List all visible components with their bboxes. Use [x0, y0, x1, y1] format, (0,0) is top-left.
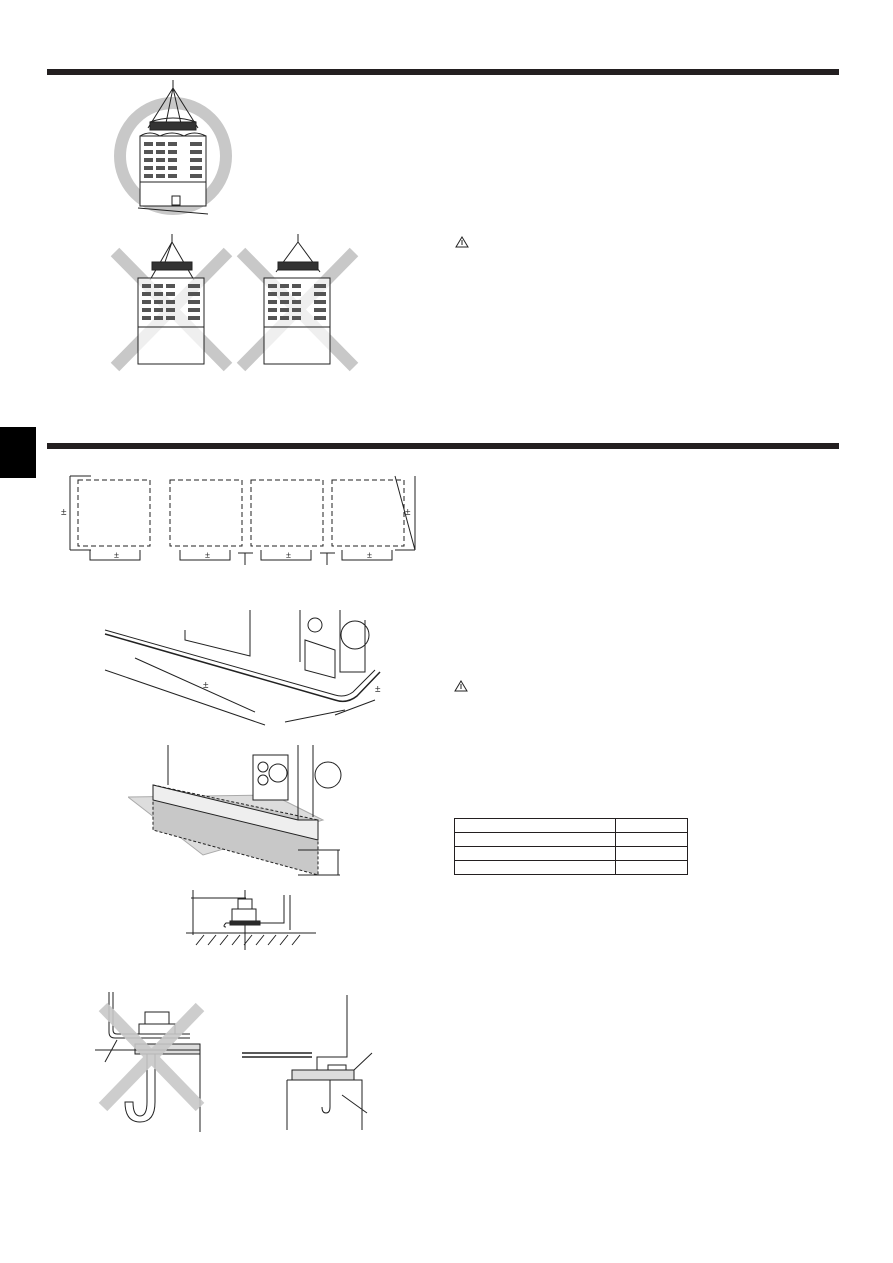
- table-row: [454, 860, 688, 875]
- incorrect-lifting-figure-1: [110, 234, 233, 372]
- dimension-mark: ±: [367, 550, 372, 560]
- ok-circle-mark: [114, 97, 232, 215]
- svg-text:±: ±: [203, 680, 209, 691]
- anchor-layout-plan: ±±: [61, 475, 416, 565]
- incorrect-anchor-bolt-figure: [95, 992, 205, 1132]
- section-rule-top: [47, 69, 839, 75]
- incorrect-lifting-figure-2: [236, 234, 359, 372]
- section-rule-middle: [47, 443, 839, 449]
- correct-anchor-bolt-figure: [242, 995, 373, 1130]
- warning-triangle-icon: [454, 680, 468, 692]
- svg-text:±: ±: [61, 507, 67, 518]
- correct-lifting-figure: [114, 80, 232, 215]
- svg-text:±: ±: [375, 684, 381, 695]
- dimension-mark: ±: [205, 550, 210, 560]
- specification-table: [454, 818, 688, 875]
- warning-triangle-icon: [455, 236, 469, 248]
- table-row: [454, 846, 688, 861]
- base-frame-dimension-figure: ± ±: [104, 610, 381, 726]
- dimension-mark: ±: [114, 550, 119, 560]
- dimension-mark: ±: [286, 550, 291, 560]
- table-row: [454, 832, 688, 847]
- language-side-tab: [0, 427, 36, 478]
- svg-text:±: ±: [405, 507, 411, 518]
- table-row: [454, 818, 688, 833]
- anchor-bolt-detail-figure: [186, 890, 316, 950]
- concrete-foundation-figure: [128, 745, 342, 876]
